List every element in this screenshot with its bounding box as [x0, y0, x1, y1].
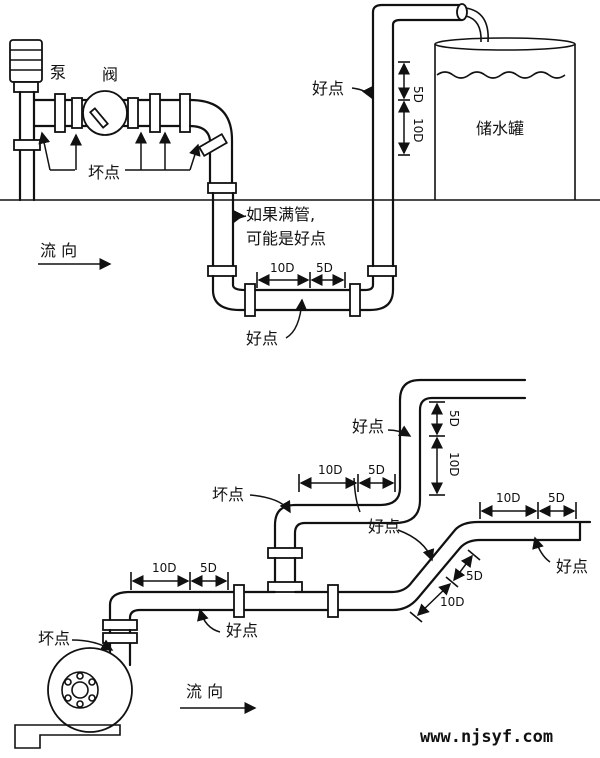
slope-5d-label: 5D	[466, 569, 483, 583]
flange	[149, 93, 161, 133]
pump-icon	[9, 39, 43, 202]
water-stream	[465, 7, 489, 43]
good-point-label: 好点	[246, 329, 278, 348]
vdim-5d-label: 5D	[447, 410, 461, 427]
bad-point-arrow	[71, 639, 114, 651]
bad-point-label: 坏点	[38, 629, 70, 648]
vertical-dimension	[398, 61, 410, 156]
slope-dimension	[409, 549, 481, 623]
pump-icon	[14, 647, 133, 749]
top-riser-pipe	[371, 3, 464, 268]
top-bottom-pipe	[211, 274, 395, 312]
vdim-10d-label: 10D	[447, 452, 461, 477]
bottom-diagram: 坏点 坏点 好点 好点 好点 好点 流 向 10D 5D 10D 5D 10D …	[14, 378, 592, 749]
pump-label: 泵	[50, 63, 66, 82]
bad-point-arrow	[249, 494, 291, 514]
dim-5d-label: 5D	[368, 463, 385, 477]
bad-point-label: 坏点	[88, 163, 120, 182]
good-point-arrow	[397, 529, 435, 562]
valve-icon	[71, 90, 139, 136]
good-point-arrow	[532, 536, 551, 563]
horizontal-dimension	[130, 572, 229, 590]
lower-pipe	[108, 520, 592, 622]
flange	[179, 93, 191, 133]
top-diagram: 泵 阀 坏点 好点 如果满管, 可能是好点 储水罐 流 向 好点 10D 5D …	[0, 3, 600, 348]
dim-10d-label: 10D	[152, 561, 177, 575]
good-point-label: 好点	[226, 621, 258, 640]
good-point-arrow	[351, 85, 373, 100]
dim-5d-label: 5D	[200, 561, 217, 575]
upper-pipe	[273, 378, 527, 552]
good-point-label: 好点	[352, 417, 384, 436]
horizontal-dimension	[298, 474, 396, 492]
good-point-arrow	[387, 425, 412, 437]
flow-direction-label: 流 向	[186, 682, 223, 701]
good-point-label: 好点	[368, 517, 400, 536]
full-pipe-label-line2: 可能是好点	[246, 229, 326, 248]
watermark: www.njsyf.com	[420, 727, 553, 747]
good-point-arrow	[285, 298, 308, 339]
vdim-5d-label: 5D	[411, 86, 425, 103]
vdim-10d-label: 10D	[411, 118, 425, 143]
tank-label: 储水罐	[476, 119, 524, 138]
slope-10d-label: 10D	[440, 595, 465, 609]
dim-10d-label: 10D	[496, 491, 521, 505]
horizontal-dimension	[256, 272, 346, 288]
dim-10d-label: 10D	[318, 463, 343, 477]
water-tank-icon	[434, 37, 576, 200]
dim-10d-label: 10D	[270, 261, 295, 275]
top-down-pipe	[211, 191, 235, 270]
vertical-dimension	[429, 401, 445, 496]
horizontal-dimension	[479, 502, 577, 519]
dim-5d-label: 5D	[316, 261, 333, 275]
flow-direction-label: 流 向	[40, 241, 77, 260]
bad-point-label: 坏点	[212, 485, 244, 504]
good-point-label: 好点	[556, 557, 588, 576]
dim-5d-label: 5D	[548, 491, 565, 505]
good-point-label: 好点	[312, 79, 344, 98]
valve-label: 阀	[102, 65, 118, 84]
full-pipe-arrow	[233, 209, 247, 224]
good-point-arrow	[353, 477, 361, 513]
good-point-arrow	[197, 608, 221, 633]
full-pipe-label-line1: 如果满管,	[246, 205, 315, 224]
bad-point-arrows	[38, 131, 201, 171]
flange	[54, 93, 66, 133]
